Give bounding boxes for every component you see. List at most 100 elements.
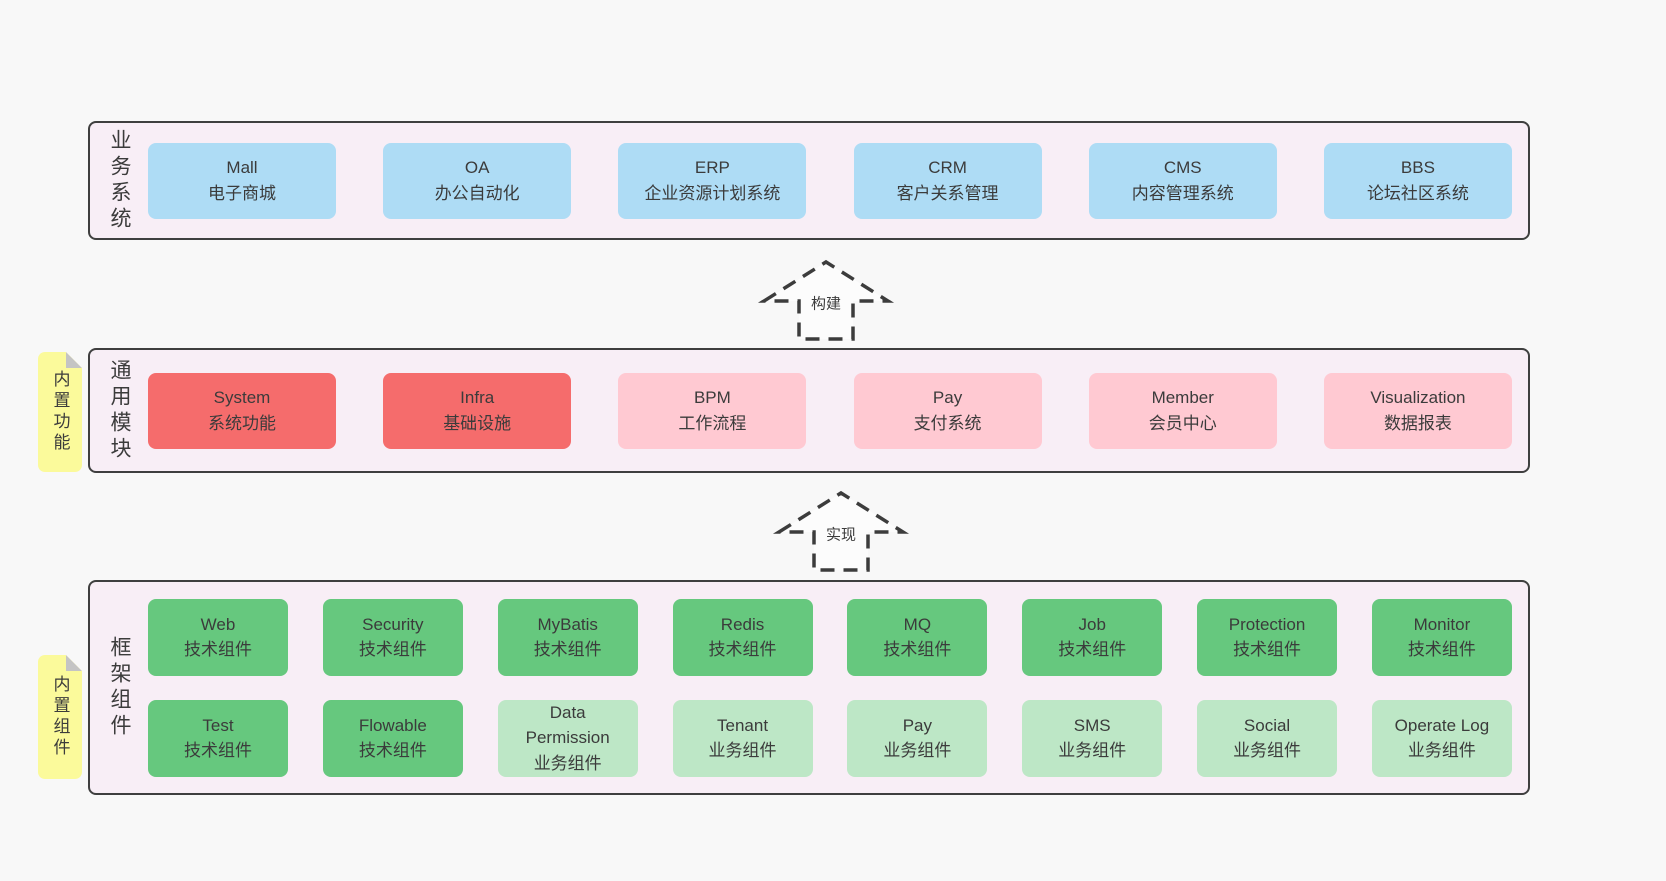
box-subtitle: 技术组件 [184, 741, 252, 760]
box-pay-biz: Pay 业务组件 [847, 699, 988, 777]
module-boxes-row: System 系统功能 Infra 基础设施 BPM 工作流程 Pay 支付系统… [148, 350, 1528, 471]
box-mybatis: MyBatis 技术组件 [497, 598, 638, 676]
folded-corner-icon [66, 655, 82, 671]
arrow-implement: 实现 [771, 486, 911, 574]
box-subtitle: 论坛社区系统 [1366, 183, 1469, 203]
box-title: MQ [903, 614, 932, 634]
box-title: Security [362, 614, 424, 634]
box-subtitle: 基础设施 [443, 413, 512, 433]
box-subtitle: 技术组件 [1233, 640, 1302, 659]
section-label-text: 业务系统 [108, 128, 131, 233]
box-title: Redis [720, 614, 765, 634]
business-boxes-row: Mall 电子商城 OA 办公自动化 ERP 企业资源计划系统 CRM 客户关系… [148, 123, 1528, 238]
box-social: Social 业务组件 [1197, 699, 1338, 777]
box-subtitle: 业务组件 [708, 741, 777, 760]
section-label-text: 框架组件 [108, 635, 131, 740]
box-title: Operate Log [1394, 715, 1490, 735]
box-subtitle: 技术组件 [883, 640, 952, 659]
box-title: Flowable [358, 715, 427, 735]
box-subtitle: 会员中心 [1148, 413, 1217, 433]
arrow-build: 构建 [756, 255, 896, 343]
box-title: Pay [902, 715, 933, 735]
section-framework-components: 框架组件 Web 技术组件 Security 技术组件 MyBatis 技术组件… [88, 580, 1530, 795]
section-label-business-systems: 业务系统 [90, 123, 148, 238]
box-subtitle: 技术组件 [184, 640, 252, 659]
box-title: Visualization [1370, 388, 1466, 407]
component-rows: Web 技术组件 Security 技术组件 MyBatis 技术组件 Redi… [148, 582, 1528, 793]
box-title: OA [464, 158, 490, 177]
section-common-modules: 通用模块 System 系统功能 Infra 基础设施 BPM 工作流程 Pay… [88, 348, 1530, 473]
box-mq: MQ 技术组件 [847, 598, 988, 676]
box-infra: Infra 基础设施 [383, 372, 572, 449]
box-title: Test [202, 715, 234, 735]
box-title: CMS [1163, 158, 1202, 177]
box-bbs: BBS 论坛社区系统 [1323, 142, 1512, 219]
box-title: Data Permission [525, 702, 610, 748]
box-subtitle: 业务组件 [1407, 741, 1476, 760]
box-subtitle: 工作流程 [678, 413, 747, 433]
box-title: Monitor [1413, 614, 1471, 634]
box-title: MyBatis [537, 614, 598, 634]
box-cms: CMS 内容管理系统 [1088, 142, 1277, 219]
box-tenant: Tenant 业务组件 [672, 699, 813, 777]
box-flowable: Flowable 技术组件 [322, 699, 463, 777]
arrow-build-label: 构建 [807, 290, 845, 316]
box-subtitle: 内容管理系统 [1131, 183, 1234, 203]
box-title: Pay [932, 388, 963, 407]
box-title: Social [1243, 715, 1291, 735]
box-bpm: BPM 工作流程 [618, 372, 807, 449]
box-subtitle: 业务组件 [1058, 741, 1127, 760]
box-subtitle: 支付系统 [913, 413, 982, 433]
box-title: Web [200, 614, 236, 634]
tab-label: 内置组件 [50, 675, 70, 759]
box-redis: Redis 技术组件 [672, 598, 813, 676]
box-pay: Pay 支付系统 [853, 372, 1042, 449]
box-subtitle: 技术组件 [1407, 640, 1476, 659]
box-erp: ERP 企业资源计划系统 [618, 142, 807, 219]
box-subtitle: 业务组件 [533, 753, 602, 773]
box-subtitle: 技术组件 [1058, 640, 1127, 659]
folded-corner-icon [66, 352, 82, 368]
box-crm: CRM 客户关系管理 [853, 142, 1042, 219]
box-mall: Mall 电子商城 [148, 142, 336, 219]
box-subtitle: 企业资源计划系统 [644, 183, 781, 203]
biz-components-row: Test 技术组件 Flowable 技术组件 Data Permission … [148, 699, 1512, 777]
box-monitor: Monitor 技术组件 [1371, 598, 1512, 676]
box-web: Web 技术组件 [148, 598, 288, 676]
section-label-text: 通用模块 [108, 358, 131, 463]
box-title: Member [1151, 388, 1214, 407]
box-title: SMS [1073, 715, 1111, 735]
box-title: ERP [694, 158, 730, 177]
box-protection: Protection 技术组件 [1197, 598, 1338, 676]
tab-built-in-features: 内置功能 [38, 352, 82, 472]
arrow-implement-label: 实现 [822, 521, 860, 547]
box-subtitle: 技术组件 [358, 640, 427, 659]
box-title: CRM [928, 158, 967, 177]
box-title: Tenant [717, 715, 769, 735]
section-business-systems: 业务系统 Mall 电子商城 OA 办公自动化 ERP 企业资源计划系统 CRM… [88, 121, 1530, 240]
box-visualization: Visualization 数据报表 [1323, 372, 1512, 449]
box-subtitle: 技术组件 [358, 741, 427, 760]
box-member: Member 会员中心 [1088, 372, 1277, 449]
box-title: Protection [1228, 614, 1306, 634]
box-security: Security 技术组件 [322, 598, 463, 676]
box-job: Job 技术组件 [1022, 598, 1163, 676]
box-subtitle: 技术组件 [708, 640, 777, 659]
box-test: Test 技术组件 [148, 699, 288, 777]
box-subtitle: 办公自动化 [434, 183, 520, 203]
box-data-permission: Data Permission 业务组件 [497, 699, 638, 777]
box-title: BBS [1400, 158, 1435, 177]
box-title: Infra [460, 388, 495, 407]
box-sms: SMS 业务组件 [1022, 699, 1163, 777]
tab-label: 内置功能 [50, 370, 70, 454]
box-system: System 系统功能 [148, 372, 336, 449]
box-title: System [213, 388, 271, 407]
box-title: Job [1078, 614, 1106, 634]
box-title: Mall [226, 158, 258, 177]
section-label-framework-components: 框架组件 [90, 582, 148, 793]
section-label-common-modules: 通用模块 [90, 350, 148, 471]
box-subtitle: 客户关系管理 [896, 183, 999, 203]
box-subtitle: 业务组件 [1233, 741, 1302, 760]
box-subtitle: 电子商城 [208, 183, 276, 203]
box-subtitle: 数据报表 [1383, 413, 1452, 433]
